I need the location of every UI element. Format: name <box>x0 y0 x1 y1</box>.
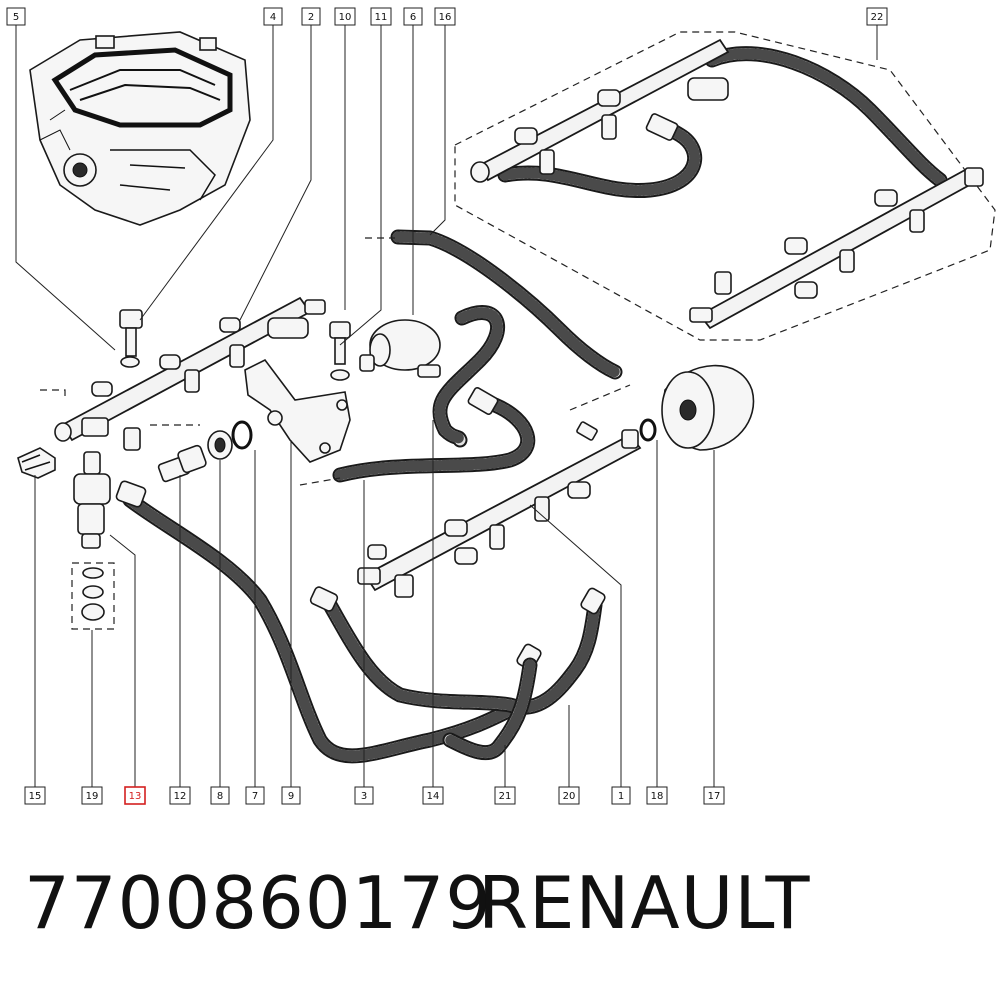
rail-assembly-22 <box>470 38 984 330</box>
seal-kit-outline <box>71 562 115 630</box>
rail-assembly-outline <box>454 31 996 341</box>
fuel-rail-1 <box>357 421 642 598</box>
callout-18[interactable]: 18 <box>646 786 668 805</box>
svg-text:10: 10 <box>339 12 352 23</box>
brand-name: RENAULT <box>478 861 811 945</box>
callout-17[interactable]: 17 <box>703 786 725 805</box>
bolts-and-washers <box>119 309 351 381</box>
svg-text:20: 20 <box>563 791 576 802</box>
svg-text:21: 21 <box>499 791 512 802</box>
svg-text:16: 16 <box>439 12 452 23</box>
fuel-rail-2 <box>54 296 326 451</box>
svg-text:5: 5 <box>13 12 19 23</box>
callout-11[interactable]: 11 <box>370 7 392 26</box>
callout-16[interactable]: 16 <box>434 7 456 26</box>
pulsation-damper-17 <box>639 364 755 451</box>
svg-text:2: 2 <box>308 12 314 23</box>
svg-text:18: 18 <box>651 791 664 802</box>
callout-2[interactable]: 2 <box>301 7 321 26</box>
engine-thumbnail <box>29 31 251 226</box>
svg-text:6: 6 <box>410 12 416 23</box>
callout-3[interactable]: 3 <box>354 786 374 805</box>
svg-text:12: 12 <box>174 791 187 802</box>
callout-12[interactable]: 12 <box>169 786 191 805</box>
callout-6[interactable]: 6 <box>403 7 423 26</box>
svg-text:4: 4 <box>270 12 276 23</box>
callout-15[interactable]: 15 <box>24 786 46 805</box>
pressure-regulator-6 <box>359 319 441 378</box>
callout-19[interactable]: 19 <box>81 786 103 805</box>
fuel-injector-13 <box>73 451 111 549</box>
fuel-rail-exploded-diagram: 5 4 2 10 11 6 16 22 15 19 13 12 8 7 9 3 … <box>6 7 996 805</box>
callout-13[interactable]: 13 <box>124 786 146 805</box>
svg-text:7: 7 <box>252 791 258 802</box>
svg-text:8: 8 <box>217 791 223 802</box>
callout-5[interactable]: 5 <box>6 7 26 26</box>
dash-guide <box>40 389 66 400</box>
fuel-hoses <box>115 229 623 764</box>
svg-text:13: 13 <box>129 791 142 802</box>
bracket-9 <box>244 358 351 463</box>
part-number: 7700860179 <box>24 861 493 945</box>
svg-text:14: 14 <box>427 791 440 802</box>
svg-text:1: 1 <box>618 791 624 802</box>
seals-19 <box>81 567 105 621</box>
footer: 7700860179 RENAULT <box>24 858 974 948</box>
clip-15 <box>17 447 56 479</box>
svg-text:3: 3 <box>361 791 367 802</box>
callout-14[interactable]: 14 <box>422 786 444 805</box>
svg-text:9: 9 <box>288 791 294 802</box>
callout-22[interactable]: 22 <box>866 7 888 26</box>
callout-8[interactable]: 8 <box>210 786 230 805</box>
svg-text:15: 15 <box>29 791 42 802</box>
svg-text:22: 22 <box>871 12 884 23</box>
callout-7[interactable]: 7 <box>245 786 265 805</box>
leader-lines <box>15 25 878 787</box>
svg-text:17: 17 <box>708 791 721 802</box>
callout-1[interactable]: 1 <box>611 786 631 805</box>
svg-text:19: 19 <box>86 791 99 802</box>
callout-20[interactable]: 20 <box>558 786 580 805</box>
dash-guide <box>299 477 341 486</box>
callout-4[interactable]: 4 <box>263 7 283 26</box>
dash-guide <box>569 384 631 411</box>
callout-21[interactable]: 21 <box>494 786 516 805</box>
fittings-12-8-7 <box>157 420 253 483</box>
callout-9[interactable]: 9 <box>281 786 301 805</box>
svg-text:11: 11 <box>375 12 388 23</box>
callout-10[interactable]: 10 <box>334 7 356 26</box>
